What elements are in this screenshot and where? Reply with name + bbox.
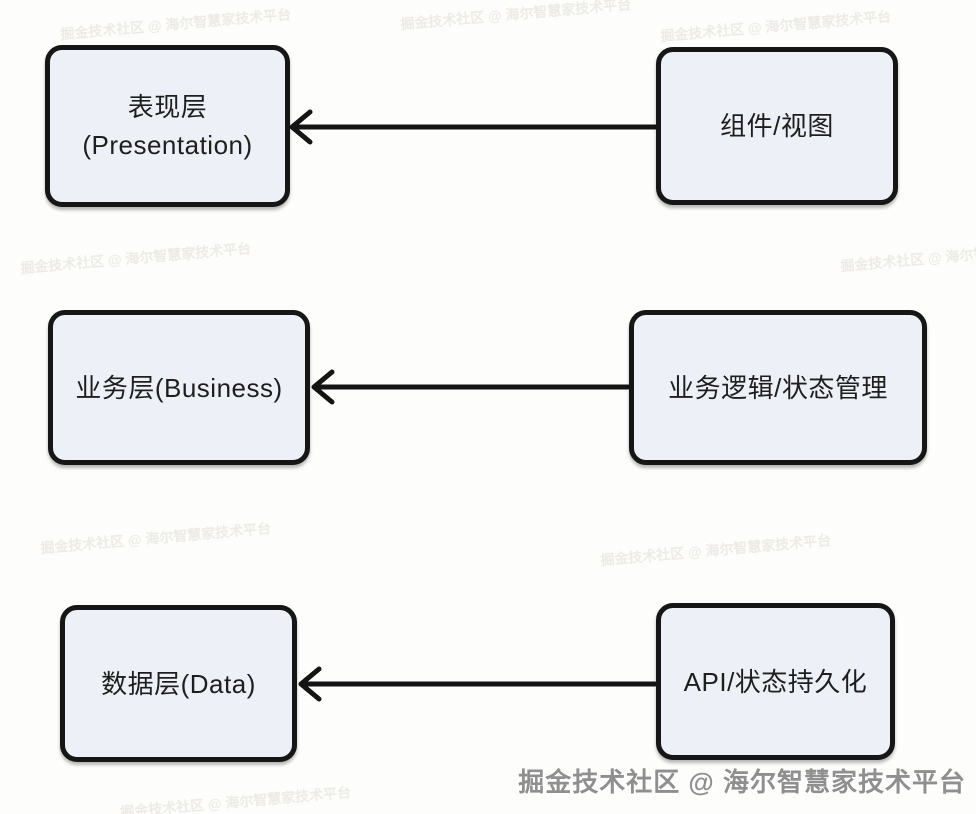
arrow-businesslogic-to-business: [311, 369, 630, 405]
background-watermark: 掘金技术社区 @ 海尔智慧家技术平台: [19, 239, 252, 277]
box-data-label: 数据层(Data): [101, 668, 256, 699]
box-business-logic-label: 业务逻辑/状态管理: [668, 372, 888, 403]
box-api-persistence: API/状态持久化: [656, 603, 895, 760]
box-data-layer: 数据层(Data): [60, 605, 297, 762]
background-watermark: 掘金技术社区 @ 海尔智慧家技术平台: [599, 531, 832, 569]
background-watermark: 掘金技术社区 @ 海尔智慧家技术平台: [119, 783, 352, 814]
box-presentation-layer: 表现层 (Presentation): [45, 45, 290, 207]
background-watermark: 掘金技术社区 @ 海尔智慧家技术平台: [39, 519, 272, 557]
background-watermark: 掘金技术社区 @ 海尔智慧家技术平台: [839, 237, 976, 275]
box-components-label: 组件/视图: [720, 111, 834, 141]
box-business-layer: 业务层(Business): [48, 310, 310, 465]
box-business-logic-state: 业务逻辑/状态管理: [629, 310, 927, 465]
box-presentation-label-line1: 表现层: [127, 92, 208, 122]
watermark: 掘金技术社区 @ 海尔智慧家技术平台: [518, 767, 966, 797]
box-presentation-label-line2: (Presentation): [82, 130, 253, 160]
background-watermark: 掘金技术社区 @ 海尔智慧家技术平台: [659, 7, 892, 45]
arrow-components-to-presentation: [289, 109, 658, 145]
box-api-label: API/状态持久化: [683, 666, 868, 697]
arrow-api-to-data: [298, 666, 657, 702]
box-components-view: 组件/视图: [656, 47, 898, 205]
background-watermark: 掘金技术社区 @ 海尔智慧家技术平台: [399, 0, 632, 33]
box-business-label: 业务层(Business): [75, 372, 283, 403]
background-watermark: 掘金技术社区 @ 海尔智慧家技术平台: [59, 5, 292, 43]
